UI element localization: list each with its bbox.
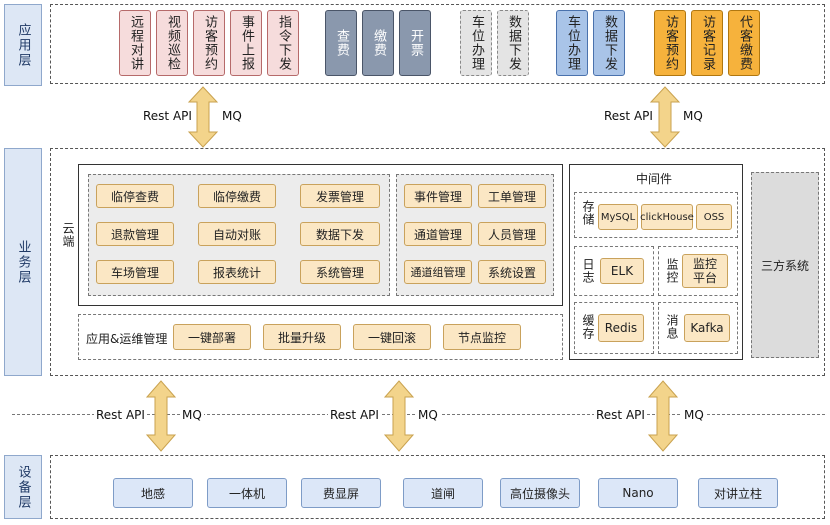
app-item-video-patrol: 视频巡检 bbox=[156, 10, 188, 76]
ops-one-click-deploy: 一键部署 bbox=[173, 324, 251, 350]
device-ground-sensor: 地感 bbox=[113, 478, 193, 508]
log-label: 日志 bbox=[581, 258, 595, 284]
module-parking-manage: 车场管理 bbox=[96, 260, 174, 284]
app-item-visitor-record: 访客记录 bbox=[691, 10, 723, 76]
rest-api-label: Rest API bbox=[594, 408, 647, 422]
app-item-remote-intercom: 远程对讲 bbox=[119, 10, 151, 76]
ops-row bbox=[78, 314, 563, 360]
app-item-space-apply-gray: 车位办理 bbox=[460, 10, 492, 76]
double-arrow-icon bbox=[383, 380, 415, 452]
message-group bbox=[658, 302, 738, 354]
device-intercom-post: 对讲立柱 bbox=[698, 478, 778, 508]
rest-api-label: Rest API bbox=[328, 408, 381, 422]
app-layer-container bbox=[50, 4, 825, 84]
message-label: 消息 bbox=[665, 314, 679, 340]
mq-label: MQ bbox=[683, 109, 703, 123]
cloud-block bbox=[78, 164, 563, 306]
device-layer-container bbox=[50, 455, 825, 519]
module-channel-group-manage: 通道组管理 bbox=[404, 260, 472, 284]
cache-group bbox=[574, 302, 654, 354]
device-high-camera: 高位摄像头 bbox=[500, 478, 580, 508]
mq-label: MQ bbox=[416, 408, 440, 422]
ops-one-click-rollback: 一键回滚 bbox=[353, 324, 431, 350]
mq-label: MQ bbox=[180, 408, 204, 422]
device-barrier-gate: 道闸 bbox=[403, 478, 483, 508]
middleware-block bbox=[569, 164, 743, 360]
storage-mysql: MySQL bbox=[598, 204, 638, 230]
storage-oss: OSS bbox=[696, 204, 732, 230]
storage-label: 存储 bbox=[581, 200, 595, 226]
module-auto-reconcile: 自动对账 bbox=[198, 222, 276, 246]
app-item-data-dispatch-gray: 数据下发 bbox=[497, 10, 529, 76]
app-layer-text: 应用层 bbox=[15, 22, 31, 68]
app-item-valet-pay: 代客缴费 bbox=[728, 10, 760, 76]
double-arrow-icon bbox=[145, 380, 177, 452]
monitor-platform: 监控平台 bbox=[682, 254, 728, 288]
module-system-manage: 系统管理 bbox=[300, 260, 380, 284]
device-nano: Nano bbox=[598, 478, 678, 508]
module-staff-manage: 人员管理 bbox=[478, 222, 546, 246]
cache-redis: Redis bbox=[598, 314, 644, 342]
rest-api-label: Rest API bbox=[143, 109, 192, 123]
module-ticket-manage: 工单管理 bbox=[478, 184, 546, 208]
module-data-dispatch: 数据下发 bbox=[300, 222, 380, 246]
log-elk: ELK bbox=[600, 258, 644, 284]
module-report-stats: 报表统计 bbox=[198, 260, 276, 284]
app-item-data-dispatch-blue: 数据下发 bbox=[593, 10, 625, 76]
double-arrow-icon bbox=[649, 86, 681, 148]
message-kafka: Kafka bbox=[684, 314, 730, 342]
device-layer-text: 设备层 bbox=[15, 464, 31, 510]
ops-batch-upgrade: 批量升级 bbox=[263, 324, 341, 350]
app-item-command-dispatch: 指令下发 bbox=[267, 10, 299, 76]
app-item-query-fee: 查费 bbox=[325, 10, 357, 76]
log-group bbox=[574, 246, 654, 296]
device-all-in-one: 一体机 bbox=[207, 478, 287, 508]
business-layer-label: 业务层 bbox=[4, 148, 42, 376]
app-item-pay-fee: 缴费 bbox=[362, 10, 394, 76]
storage-group bbox=[574, 192, 738, 238]
middleware-title: 中间件 bbox=[636, 172, 673, 186]
monitor-group bbox=[658, 246, 738, 296]
cloud-label: 云端 bbox=[61, 222, 75, 248]
module-temp-fee-query: 临停查费 bbox=[96, 184, 174, 208]
business-layer-text: 业务层 bbox=[15, 239, 31, 285]
monitor-label: 监控 bbox=[665, 258, 679, 284]
device-layer-label: 设备层 bbox=[4, 455, 42, 519]
storage-clickhouse: clickHouse bbox=[640, 204, 694, 230]
module-temp-fee-pay: 临停缴费 bbox=[198, 184, 276, 208]
mq-label: MQ bbox=[682, 408, 706, 422]
module-event-manage: 事件管理 bbox=[404, 184, 472, 208]
cache-label: 缓存 bbox=[581, 314, 595, 340]
third-party-system: 三方系统 bbox=[751, 172, 819, 358]
app-item-space-apply-blue: 车位办理 bbox=[556, 10, 588, 76]
module-channel-manage: 通道管理 bbox=[404, 222, 472, 246]
ops-node-monitor: 节点监控 bbox=[443, 324, 521, 350]
business-layer-container bbox=[50, 148, 825, 376]
app-item-event-report: 事件上报 bbox=[230, 10, 262, 76]
app-layer-label: 应用层 bbox=[4, 4, 42, 86]
module-invoice-manage: 发票管理 bbox=[300, 184, 380, 208]
device-fee-display: 费显屏 bbox=[301, 478, 381, 508]
double-arrow-icon bbox=[647, 380, 679, 452]
module-refund-manage: 退款管理 bbox=[96, 222, 174, 246]
app-item-visitor-booking: 访客预约 bbox=[193, 10, 225, 76]
mq-label: MQ bbox=[222, 109, 242, 123]
app-item-visitor-booking-orange: 访客预约 bbox=[654, 10, 686, 76]
app-item-invoice: 开票 bbox=[399, 10, 431, 76]
rest-api-label: Rest API bbox=[604, 109, 653, 123]
ops-label: 应用&运维管理 bbox=[86, 332, 168, 346]
module-system-settings: 系统设置 bbox=[478, 260, 546, 284]
double-arrow-icon bbox=[187, 86, 219, 148]
rest-api-label: Rest API bbox=[94, 408, 147, 422]
